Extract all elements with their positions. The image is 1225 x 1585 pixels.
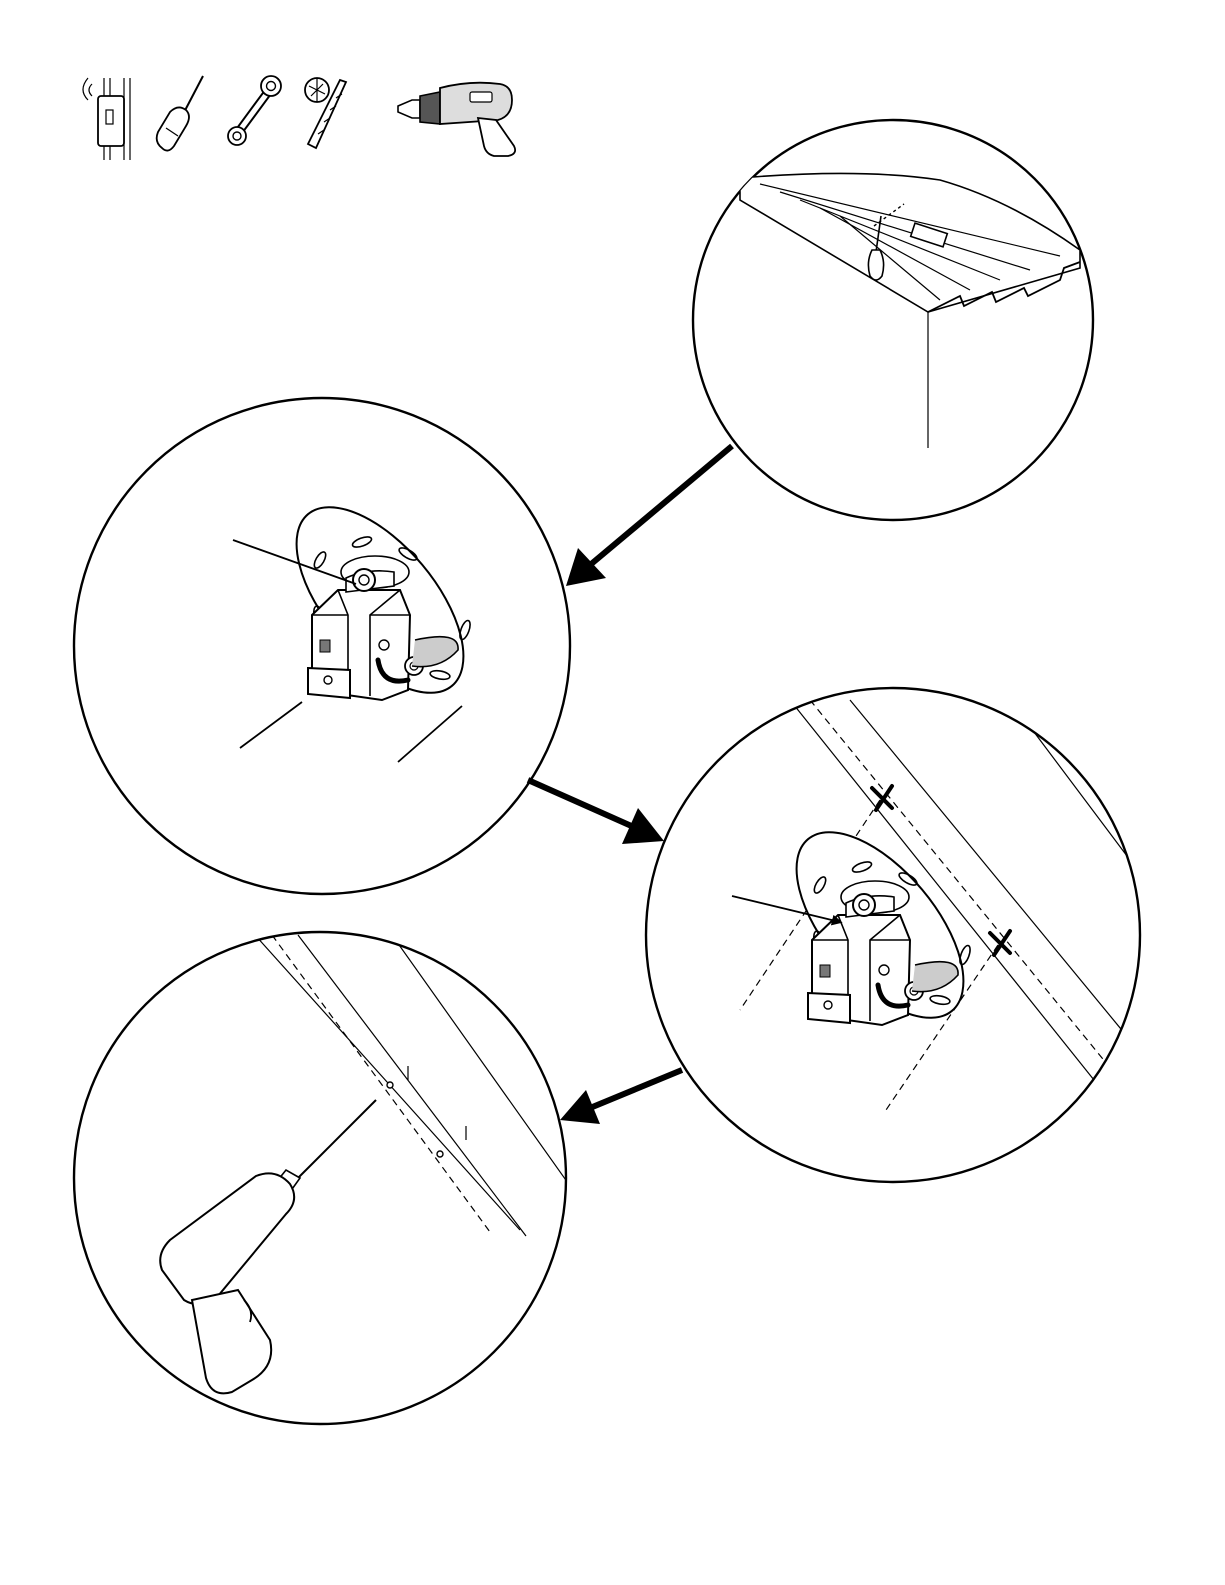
step-find-stud — [693, 120, 1093, 520]
step-drill-holes — [74, 932, 580, 1424]
step-bracket-parts — [74, 398, 570, 894]
tools-row — [83, 76, 515, 160]
stud-finder-icon — [83, 78, 130, 160]
power-drill-icon — [398, 83, 515, 156]
step-mark-holes — [646, 688, 1140, 1182]
arrow-stud-to-bracket — [566, 446, 732, 586]
screwdriver-icon — [157, 76, 203, 151]
arrow-bracket-to-mark — [528, 780, 664, 844]
wrench-icon — [228, 76, 281, 145]
drill-bit-icon — [305, 78, 346, 148]
arrow-mark-to-drill — [560, 1070, 682, 1124]
